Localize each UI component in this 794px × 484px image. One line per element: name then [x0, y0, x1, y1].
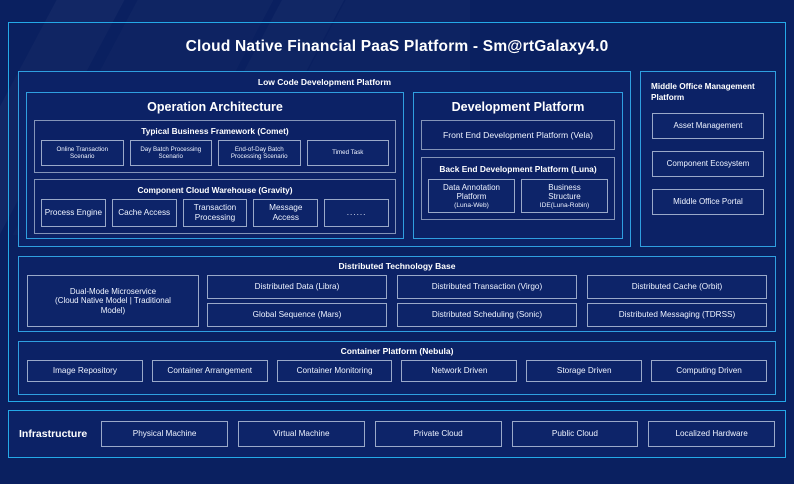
dtb-item-global-sequence[interactable]: Global Sequence (Mars)	[207, 303, 387, 327]
typical-business-framework-items: Online Transaction Scenario Day Batch Pr…	[35, 140, 395, 172]
container-item-computing-driven[interactable]: Computing Driven	[651, 360, 767, 382]
platform-outer-frame: Cloud Native Financial PaaS Platform - S…	[8, 22, 786, 402]
component-cloud-warehouse-heading: Component Cloud Warehouse (Gravity)	[137, 185, 293, 195]
low-code-development-platform-panel: Low Code Development Platform Operation …	[18, 71, 631, 247]
distributed-technology-items: Distributed Data (Libra) Distributed Tra…	[207, 275, 767, 327]
development-platform-title: Development Platform	[451, 100, 585, 114]
container-item-network-driven[interactable]: Network Driven	[401, 360, 518, 382]
ccw-item[interactable]: Cache Access	[111, 199, 177, 227]
middle-office-heading: Middle Office Management Platform	[651, 82, 755, 103]
middle-office-items: Asset Management Component Ecosystem Mid…	[641, 103, 775, 216]
typical-business-framework-group: Typical Business Framework (Comet) Onlin…	[34, 120, 396, 173]
container-platform-heading: Container Platform (Nebula)	[340, 346, 454, 356]
tbf-item[interactable]: End-of-Day Batch Processing Scenario	[218, 140, 301, 166]
dtb-item-distributed-messaging[interactable]: Distributed Messaging (TDRSS)	[587, 303, 767, 327]
infrastructure-item-private-cloud[interactable]: Private Cloud	[374, 421, 502, 447]
back-end-heading: Back End Development Platform (Luna)	[439, 164, 597, 174]
front-end-development-platform[interactable]: Front End Development Platform (Vela)	[421, 120, 615, 150]
typical-business-framework-heading: Typical Business Framework (Comet)	[141, 126, 289, 136]
component-cloud-warehouse-group: Component Cloud Warehouse (Gravity) Proc…	[34, 179, 396, 234]
distributed-technology-base-body: Dual-Mode Microservice (Cloud Native Mod…	[19, 275, 775, 334]
tbf-item[interactable]: Online Transaction Scenario	[41, 140, 124, 166]
distributed-technology-base-panel: Distributed Technology Base Dual-Mode Mi…	[18, 256, 776, 332]
infrastructure-panel: Infrastructure Physical Machine Virtual …	[8, 410, 786, 458]
dtb-item-distributed-cache[interactable]: Distributed Cache (Orbit)	[587, 275, 767, 299]
operation-architecture-panel: Operation Architecture Typical Business …	[26, 92, 404, 239]
middle-office-item-component-ecosystem[interactable]: Component Ecosystem	[652, 151, 764, 178]
tbf-item[interactable]: Day Batch Processing Scenario	[129, 140, 212, 166]
back-end-item-line3: (Luna-Web)	[454, 201, 489, 209]
component-cloud-warehouse-items: Process Engine Cache Access Transaction …	[35, 199, 395, 233]
back-end-development-platform-group: Back End Development Platform (Luna) Dat…	[421, 157, 615, 220]
back-end-item-line1: Business	[548, 183, 581, 192]
dtb-item-distributed-transaction[interactable]: Distributed Transaction (Virgo)	[397, 275, 577, 299]
dual-mode-microservice-box[interactable]: Dual-Mode Microservice (Cloud Native Mod…	[27, 275, 199, 327]
container-platform-items: Image Repository Container Arrangement C…	[19, 360, 775, 382]
back-end-item-line2: Structure	[548, 192, 581, 202]
container-item-monitoring[interactable]: Container Monitoring	[276, 360, 393, 382]
back-end-item-business-structure-ide[interactable]: Business Structure IDE(Luna-Robin)	[521, 179, 608, 213]
dtb-item-distributed-data[interactable]: Distributed Data (Libra)	[207, 275, 387, 299]
ccw-item-ellipsis[interactable]: ......	[324, 199, 389, 227]
page-title: Cloud Native Financial PaaS Platform - S…	[185, 38, 609, 55]
middle-office-management-panel: Middle Office Management Platform Asset …	[640, 71, 776, 247]
infrastructure-item-physical-machine[interactable]: Physical Machine	[101, 421, 229, 447]
operation-architecture-title: Operation Architecture	[147, 100, 283, 114]
ccw-item[interactable]: Message Access	[253, 199, 319, 227]
back-end-item-line2: Platform	[456, 192, 487, 202]
infrastructure-item-virtual-machine[interactable]: Virtual Machine	[238, 421, 365, 447]
middle-office-item-portal[interactable]: Middle Office Portal	[652, 189, 764, 216]
dual-mode-line1: Dual-Mode Microservice	[69, 286, 157, 296]
container-platform-panel: Container Platform (Nebula) Image Reposi…	[18, 341, 776, 395]
infrastructure-label: Infrastructure	[19, 428, 88, 440]
development-platform-panel: Development Platform Front End Developme…	[413, 92, 623, 239]
back-end-items: Data Annotation Platform (Luna-Web) Busi…	[422, 179, 614, 213]
platform-body: Low Code Development Platform Operation …	[18, 71, 776, 395]
dual-mode-microservice-wrapper: Dual-Mode Microservice (Cloud Native Mod…	[27, 275, 199, 327]
container-item-arrangement[interactable]: Container Arrangement	[151, 360, 268, 382]
top-row: Low Code Development Platform Operation …	[18, 71, 776, 247]
infrastructure-items: Physical Machine Virtual Machine Private…	[101, 421, 776, 447]
dual-mode-line3: Model)	[100, 305, 126, 315]
ccw-item[interactable]: Process Engine	[41, 199, 106, 227]
container-item-storage-driven[interactable]: Storage Driven	[526, 360, 643, 382]
distributed-technology-base-heading: Distributed Technology Base	[338, 261, 456, 271]
back-end-item-data-annotation[interactable]: Data Annotation Platform (Luna-Web)	[428, 179, 515, 213]
dtb-item-distributed-scheduling[interactable]: Distributed Scheduling (Sonic)	[397, 303, 577, 327]
back-end-item-line1: Data Annotation	[443, 183, 500, 192]
container-item-image-repository[interactable]: Image Repository	[27, 360, 143, 382]
middle-office-item-asset-management[interactable]: Asset Management	[652, 113, 764, 140]
ccw-item[interactable]: Transaction Processing	[182, 199, 248, 227]
tbf-item[interactable]: Timed Task	[306, 140, 389, 166]
low-code-heading: Low Code Development Platform	[257, 77, 392, 87]
dual-mode-line2: (Cloud Native Model | Traditional	[55, 296, 171, 306]
infrastructure-item-localized-hardware[interactable]: Localized Hardware	[648, 421, 776, 447]
infrastructure-item-public-cloud[interactable]: Public Cloud	[511, 421, 639, 447]
back-end-item-line3: IDE(Luna-Robin)	[539, 201, 590, 209]
